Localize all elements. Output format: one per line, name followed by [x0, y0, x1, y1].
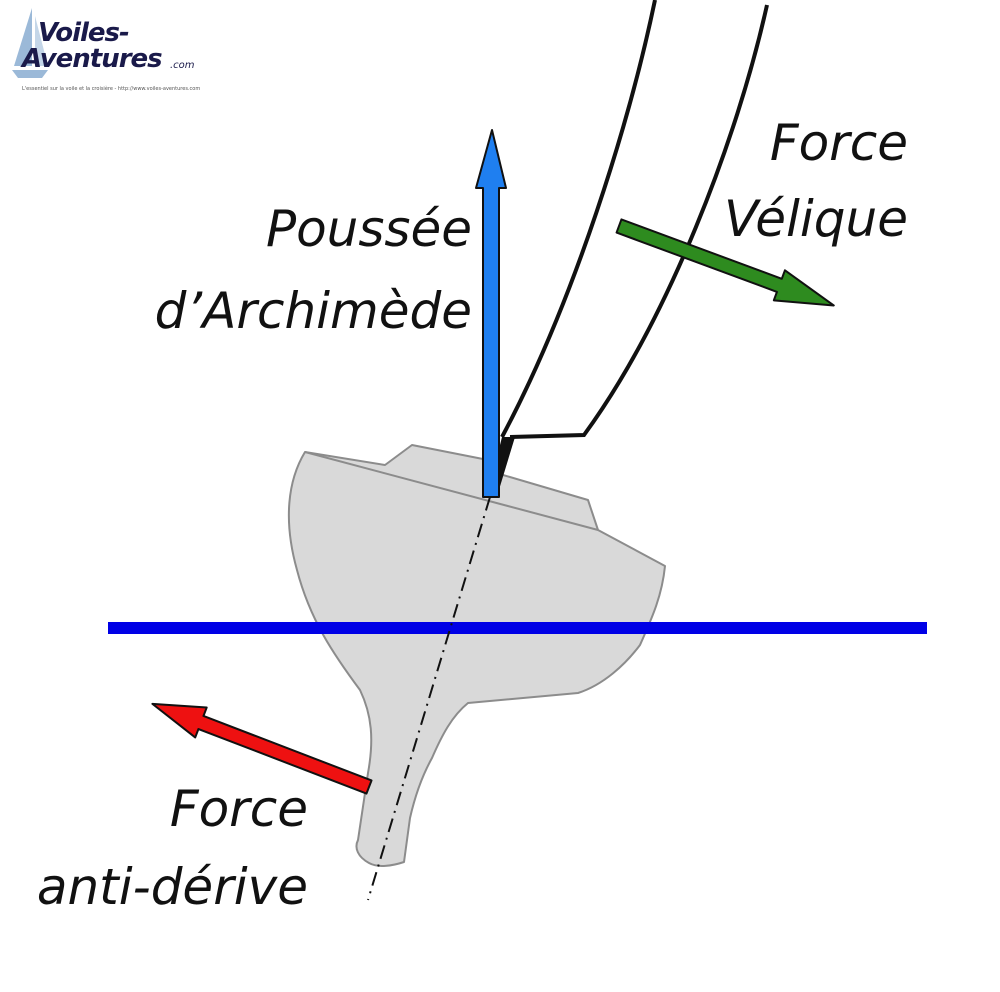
- logo-tagline: L'essentiel sur la voile et la croisière…: [22, 86, 201, 92]
- logo-line-2: Aventures: [22, 44, 163, 74]
- antiderive-label-line-1: Force: [169, 780, 308, 838]
- velique-label-line-1: Force: [769, 114, 908, 172]
- hull-and-keel: [287, 444, 666, 867]
- archimede-label-line-1: Poussée: [265, 200, 472, 258]
- deck-line: [304, 451, 599, 531]
- antiderive-label-line-2: anti-dérive: [36, 858, 308, 916]
- voiles-aventures-logo: Voiles- Aventures .com L'essentiel sur l…: [8, 6, 208, 96]
- velique-label-line-2: Vélique: [723, 190, 908, 248]
- archimede-arrow: [475, 129, 507, 498]
- logo-suffix: .com: [170, 60, 195, 71]
- sail-leech: [509, 4, 769, 439]
- sailboat-logo-icon: [12, 8, 48, 78]
- archimede-label-line-2: d’Archimède: [154, 282, 472, 340]
- mast-line: [500, 0, 657, 438]
- logo-line-1: Voiles-: [38, 18, 130, 48]
- antiderive-arrow: [151, 702, 373, 795]
- waterline: [108, 622, 927, 634]
- velique-arrow: [615, 218, 835, 307]
